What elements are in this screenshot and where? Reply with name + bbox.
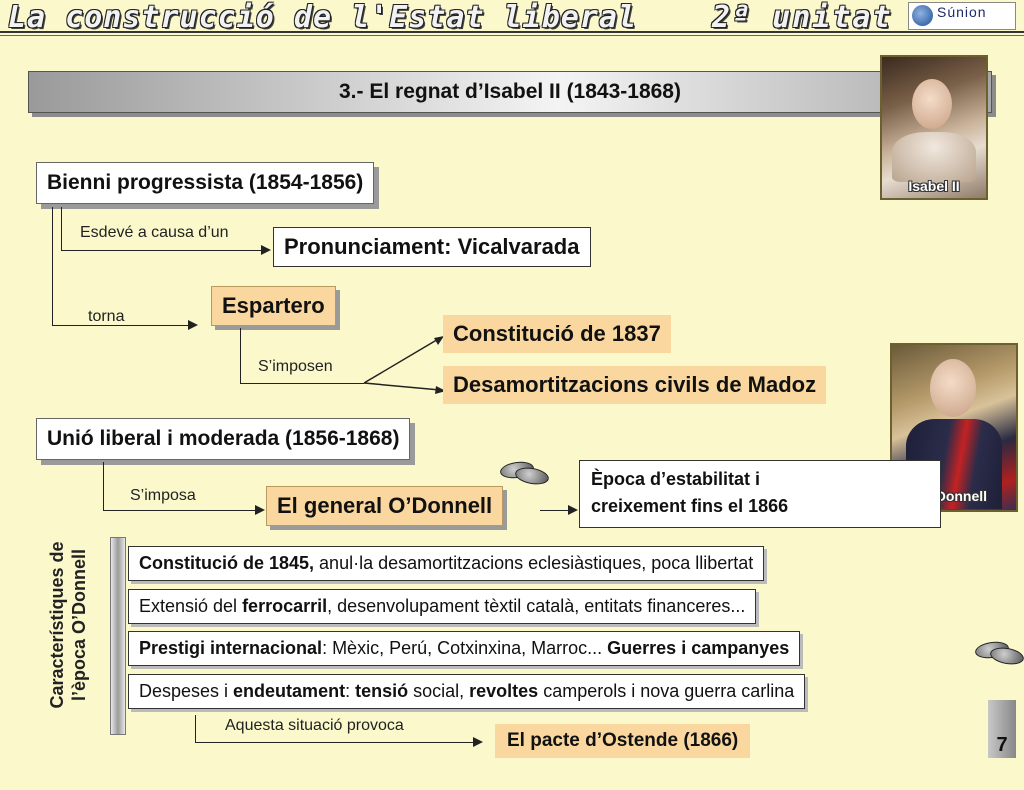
constitucio-1837-text: Constitució de 1837 bbox=[453, 321, 661, 346]
constitucio-1837-box: Constitució de 1837 bbox=[443, 315, 671, 353]
characteristic-item: Extensió del ferrocarril, desenvolupamen… bbox=[128, 589, 757, 624]
unio-box: Unió liberal i moderada (1856-1868) bbox=[36, 418, 411, 460]
characteristic-text: : Mèxic, Perú, Cotxinxina, Marroc... bbox=[322, 638, 608, 658]
ostende-box: El pacte d’Ostende (1866) bbox=[495, 724, 751, 758]
coin-icon bbox=[513, 465, 551, 487]
impose-label: S’imposen bbox=[258, 358, 333, 375]
header-title: La construcció de l'Estat liberal bbox=[8, 0, 638, 35]
characteristic-bold: revoltes bbox=[469, 681, 539, 701]
arrow-icon bbox=[473, 737, 483, 747]
arrow-icon bbox=[261, 245, 271, 255]
characteristic-bold: Guerres i campanyes bbox=[607, 638, 790, 658]
characteristic-text: , desenvolupament tèxtil català, entitat… bbox=[327, 596, 746, 616]
page-number: 7 bbox=[988, 700, 1016, 758]
era-line2: creixement fins el 1866 bbox=[591, 496, 789, 516]
characteristic-text: anul·la desamortitzacions eclesiàstiques… bbox=[314, 553, 754, 573]
connector bbox=[240, 383, 364, 384]
characteristic-text: social, bbox=[408, 681, 470, 701]
sunion-logo: Súnion bbox=[908, 2, 1016, 30]
connector bbox=[61, 250, 261, 251]
characteristic-bold: Prestigi internacional bbox=[139, 638, 323, 658]
portrait-face bbox=[930, 359, 976, 417]
portrait-face bbox=[912, 79, 952, 129]
impose-label: S’imposa bbox=[130, 487, 196, 504]
heading-line2: l’època O’Donnell bbox=[69, 548, 89, 702]
cause-label: Esdevé a causa d’un bbox=[80, 224, 229, 241]
espartero-box: Espartero bbox=[211, 286, 336, 326]
arrow-icon bbox=[188, 320, 198, 330]
coin-icon bbox=[988, 645, 1024, 667]
isabel-caption: Isabel II bbox=[908, 178, 960, 194]
heading-line1: Característiques de bbox=[47, 541, 67, 709]
header-divider bbox=[0, 31, 1024, 33]
section-banner: 3.- El regnat d’Isabel II (1843-1868) bbox=[28, 71, 992, 113]
vicalvarada-box: Pronunciament: Vicalvarada bbox=[273, 227, 591, 267]
arrow-icon bbox=[255, 505, 265, 515]
estabilitat-box: Època d’estabilitat i creixement fins el… bbox=[579, 460, 941, 528]
connector bbox=[52, 207, 53, 325]
provokes-label: Aquesta situació provoca bbox=[225, 717, 404, 734]
connector bbox=[540, 510, 568, 511]
bienni-box: Bienni progressista (1854-1856) bbox=[36, 162, 375, 204]
characteristic-bold: endeutament bbox=[233, 681, 346, 701]
characteristic-text: camperols i nova guerra carlina bbox=[538, 681, 795, 701]
characteristic-text: Despeses i bbox=[139, 681, 234, 701]
characteristic-bold: ferrocarril bbox=[242, 596, 328, 616]
madoz-text: Desamortitzacions civils de Madoz bbox=[453, 372, 817, 397]
characteristic-text: : bbox=[345, 681, 356, 701]
header-divider-thin bbox=[0, 35, 1024, 36]
espartero-text: Espartero bbox=[222, 293, 325, 318]
connector bbox=[240, 328, 241, 383]
connector bbox=[103, 462, 104, 510]
characteristic-text: Extensió del bbox=[139, 596, 243, 616]
connector bbox=[195, 715, 196, 742]
globe-icon bbox=[912, 5, 933, 26]
isabel-portrait: Isabel II bbox=[880, 55, 988, 200]
portrait-dress bbox=[892, 132, 976, 182]
characteristic-item: Despeses i endeutament: tensió social, r… bbox=[128, 674, 806, 709]
returns-label: torna bbox=[88, 308, 125, 325]
cause-text: Pronunciament: Vicalvarada bbox=[284, 234, 580, 259]
connector bbox=[103, 510, 255, 511]
header-unit: 2ª unitat bbox=[712, 0, 893, 35]
connector bbox=[52, 325, 188, 326]
characteristic-bold: tensió bbox=[355, 681, 409, 701]
logo-text: Súnion bbox=[937, 4, 987, 20]
characteristics-heading: Característiques de l’època O’Donnell bbox=[46, 520, 110, 730]
section-title: 3.- El regnat d’Isabel II (1843-1868) bbox=[339, 80, 681, 103]
split-arrows bbox=[363, 336, 446, 394]
arrow-icon bbox=[568, 505, 578, 515]
vertical-bar bbox=[110, 537, 126, 735]
era-line1: Època d’estabilitat i bbox=[591, 469, 761, 489]
characteristic-item: Constitució de 1845, anul·la desamortitz… bbox=[128, 546, 765, 581]
characteristic-item: Prestigi internacional: Mèxic, Perú, Cot… bbox=[128, 631, 801, 666]
odonnell-box: El general O’Donnell bbox=[266, 486, 504, 526]
characteristic-bold: Constitució de 1845, bbox=[139, 553, 315, 573]
bienni-title: Bienni progressista (1854-1856) bbox=[47, 171, 364, 194]
connector bbox=[61, 207, 62, 250]
madoz-box: Desamortitzacions civils de Madoz bbox=[443, 366, 827, 404]
unio-title: Unió liberal i moderada (1856-1868) bbox=[47, 427, 400, 450]
odonnell-text: El general O’Donnell bbox=[277, 493, 493, 518]
connector bbox=[195, 742, 473, 743]
ostende-text: El pacte d’Ostende (1866) bbox=[507, 730, 739, 751]
